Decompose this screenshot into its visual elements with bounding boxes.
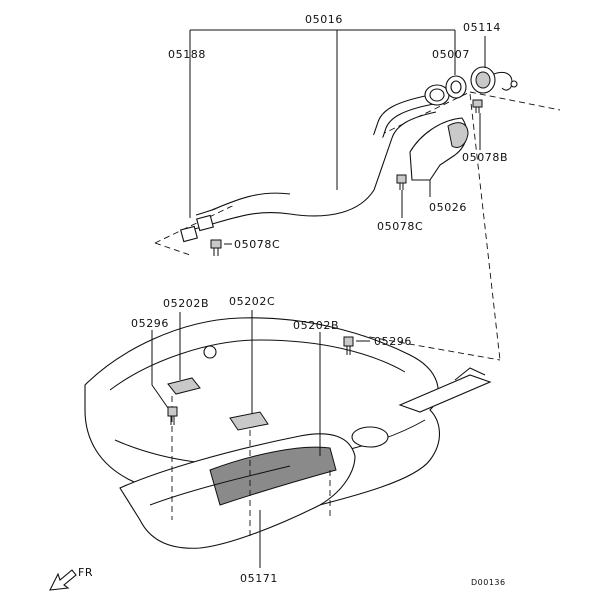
leader-lines bbox=[151, 29, 486, 568]
bolt-05078c-a-head bbox=[396, 174, 407, 184]
bolt-05078c-a-shank bbox=[399, 183, 404, 190]
leader-05296-a bbox=[151, 330, 169, 409]
bolt-05078b-shank bbox=[475, 107, 480, 113]
breather-tube bbox=[189, 111, 437, 231]
callout-05188: 05188 bbox=[168, 48, 206, 61]
callout-05078b: 05078B bbox=[462, 151, 508, 164]
bolt-05296-b-shank bbox=[346, 346, 351, 355]
bolt-05078c-b-head bbox=[210, 239, 222, 249]
callout-05202b-a: 05202B bbox=[163, 297, 209, 310]
filler-protector-shade bbox=[447, 122, 469, 148]
callout-05114: 05114 bbox=[463, 21, 501, 34]
tank-dashed-guide bbox=[329, 93, 501, 361]
fuel-pump-port bbox=[351, 426, 389, 448]
filler-pipe-assembly bbox=[154, 66, 561, 256]
front-direction-indicator: FR bbox=[49, 566, 93, 591]
fr-arrow-icon bbox=[49, 569, 77, 591]
bolt-05296-a-head bbox=[167, 406, 178, 417]
leader-05016 bbox=[189, 29, 456, 218]
vent-tube bbox=[211, 192, 291, 211]
callout-05296-b: 05296 bbox=[374, 335, 412, 348]
callout-05202c: 05202C bbox=[229, 295, 275, 308]
callout-05171: 05171 bbox=[240, 572, 278, 585]
fuel-cap-center bbox=[475, 71, 491, 89]
fuel-tank-assembly bbox=[84, 93, 501, 549]
bolt-05296-b-head bbox=[343, 336, 354, 347]
fr-label: FR bbox=[78, 566, 93, 579]
filler-neck-opening bbox=[429, 88, 445, 102]
hose-sleeve-right bbox=[196, 214, 214, 232]
tank-filler-hose-end bbox=[454, 367, 486, 381]
callout-05078c-b: 05078C bbox=[234, 238, 280, 251]
bolt-05296-a-shank bbox=[170, 416, 175, 425]
callout-05296-a: 05296 bbox=[131, 317, 169, 330]
bolt-05078c-b-shank bbox=[213, 248, 219, 256]
tank-under-protector-edge bbox=[149, 465, 291, 506]
drawing-id: D00136 bbox=[471, 578, 506, 587]
fuel-cap-tether bbox=[493, 71, 513, 91]
tank-under-protector-rib bbox=[209, 446, 337, 506]
callout-labels: 05016 05114 05188 05007 05078B 05026 050… bbox=[131, 13, 508, 585]
bolt-05078b-head bbox=[472, 99, 483, 108]
tank-filler-hose bbox=[398, 374, 492, 413]
hose-sleeve-left bbox=[180, 225, 198, 243]
callout-05078c-a: 05078C bbox=[377, 220, 423, 233]
filler-gasket-hole bbox=[450, 80, 462, 94]
sender-port bbox=[203, 345, 217, 359]
callout-05202b-b: 05202B bbox=[293, 319, 339, 332]
protector-pad-05202b-a bbox=[167, 377, 201, 395]
callout-05016: 05016 bbox=[305, 13, 343, 26]
callout-05026: 05026 bbox=[429, 201, 467, 214]
protector-pad-05202c bbox=[229, 411, 269, 431]
callout-05007: 05007 bbox=[432, 48, 470, 61]
fuel-cap-tether-ring bbox=[510, 80, 518, 88]
pad-dashed-guides bbox=[171, 396, 331, 540]
